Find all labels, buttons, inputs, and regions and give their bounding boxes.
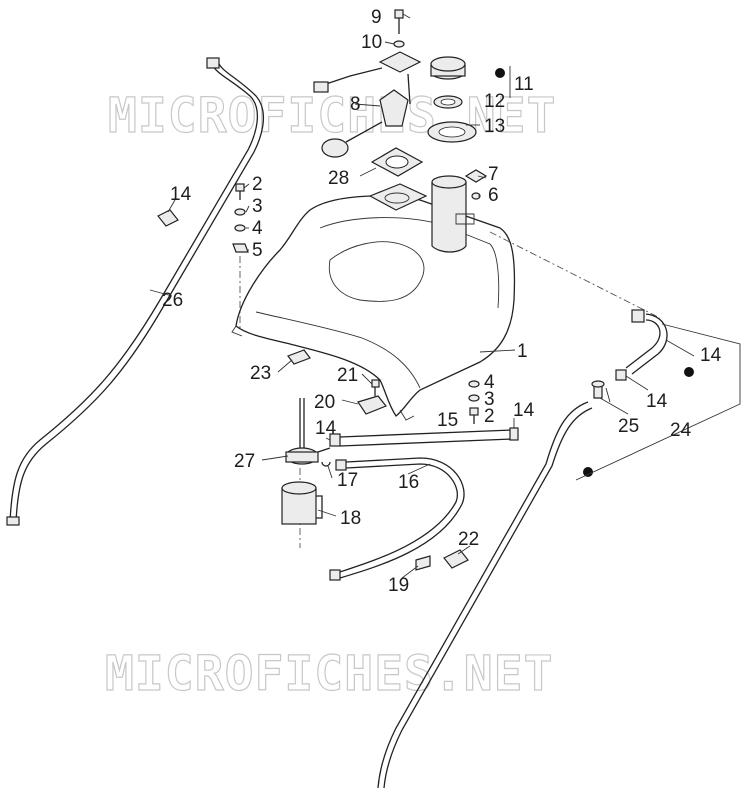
callout-6: 6 [488,185,499,206]
bracket-20 [357,395,387,415]
callout-26: 26 [162,290,183,311]
fuel-float [321,121,383,158]
callout-9: 9 [371,7,382,28]
callout-14-hose15-left: 14 [315,418,337,439]
callout-18: 18 [340,508,361,529]
clamp-23 [287,349,311,365]
callout-2-right: 2 [484,406,495,427]
hose-16 [329,457,465,581]
callout-8: 8 [350,94,361,115]
callout-14-valve: 14 [646,391,668,412]
callout-15: 15 [437,410,458,431]
callout-20: 20 [314,392,335,413]
short-hose-14 [615,309,668,381]
clip-17 [321,461,331,467]
callout-24: 24 [670,420,692,441]
bracket-7 [464,169,488,200]
hose-clamp-14-left [157,209,179,227]
pump-gasket-28 [370,147,424,177]
callout-3-right: 3 [484,389,495,410]
seal-12 [433,95,463,109]
callout-19: 19 [388,575,409,596]
vent-hose-26 [6,57,264,526]
clamp-22 [443,549,469,569]
watermark-bottom: MICROFICHES.NET [105,646,553,702]
screw-21 [371,379,380,396]
callout-14-short-hose: 14 [700,345,722,366]
callout-4-right: 4 [484,372,495,393]
hose-15 [329,427,519,447]
leader-lines [149,13,695,579]
fuel-pump-8 [313,9,422,127]
callout-13: 13 [484,116,505,137]
callout-21: 21 [337,365,358,386]
callout-25: 25 [618,416,639,437]
bolt-stack-left [232,183,249,330]
callout-12: 12 [484,91,505,112]
callout-10: 10 [361,32,382,53]
watermark-top: MICROFICHES.NET [108,88,556,144]
callout-22: 22 [458,529,479,550]
callout-17: 17 [337,470,358,491]
callout-14-hose-clamp: 14 [170,184,192,205]
callout-14-hose15-right: 14 [513,400,535,421]
callout-27: 27 [234,451,255,472]
clip-19 [415,555,431,571]
fuel-filter-18 [281,481,323,525]
gasket-13 [427,121,477,143]
filler-cap-11 [430,56,505,80]
callout-7: 7 [488,164,499,185]
callout-4-left: 4 [252,218,263,239]
bolt-stack-right [468,380,480,424]
callout-23: 23 [250,363,271,384]
valve-25 [591,380,605,399]
callout-1: 1 [517,341,528,362]
callout-2-left: 2 [252,174,263,195]
breather-hose-24 [377,231,694,789]
callout-5: 5 [252,240,263,261]
fuel-tank-1 [231,175,516,421]
callout-28: 28 [328,168,349,189]
callout-11: 11 [514,74,534,95]
callout-3-left: 3 [252,196,263,217]
callout-labels: 1 2 3 4 5 6 7 8 9 10 11 12 13 14 14 14 1… [162,7,722,596]
callout-16: 16 [398,472,419,493]
